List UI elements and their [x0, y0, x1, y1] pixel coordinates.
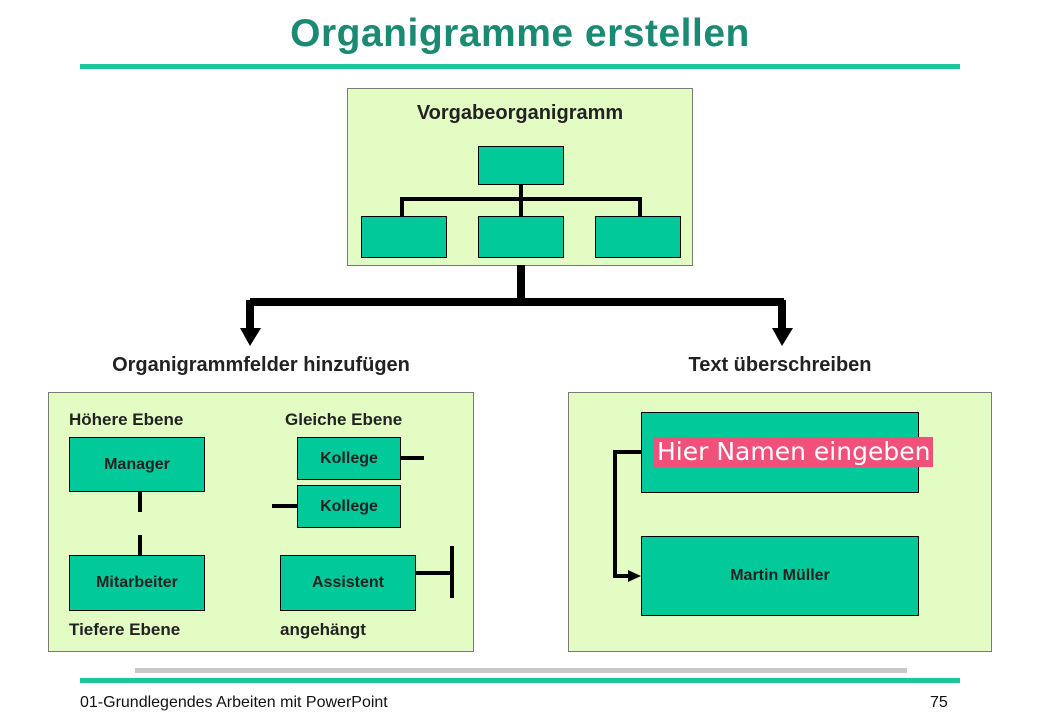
arrow-left-icon [240, 328, 261, 346]
attached-label: angehängt [280, 620, 366, 639]
higher-level-label: Höhere Ebene [69, 410, 184, 429]
title-rule [80, 64, 960, 69]
assistant-box: Assistent [280, 555, 416, 611]
template-top-box [478, 146, 564, 185]
template-bottom-box-3 [595, 216, 681, 258]
name-box[interactable]: Martin Müller [641, 536, 919, 616]
connector-arrow-icon [628, 570, 641, 582]
manager-box: Manager [69, 437, 205, 492]
manager-label: Manager [104, 455, 170, 473]
template-bottom-box-2 [478, 216, 564, 258]
template-panel-title: Vorgabeorganigramm [416, 102, 624, 124]
colleague-label-2: Kollege [320, 497, 378, 515]
employee-label: Mitarbeiter [96, 574, 178, 591]
left-section-heading: Organigrammfelder hinzufügen [112, 354, 410, 376]
page-number: 75 [930, 694, 948, 711]
page-title: Organigramme erstellen [290, 12, 750, 55]
footer-course: 01-Grundlegendes Arbeiten mit PowerPoint [80, 694, 388, 711]
name-label: Martin Müller [730, 567, 830, 584]
same-level-label: Gleiche Ebene [285, 410, 403, 429]
colleague-box-1: Kollege [297, 437, 401, 480]
footer-rule [80, 678, 960, 683]
placeholder-text-selection[interactable]: Hier Namen eingeben [654, 437, 934, 467]
colleague-box-2: Kollege [297, 485, 401, 528]
footer-shadow [135, 668, 907, 673]
template-bottom-box-1 [361, 216, 447, 258]
right-section-heading: Text überschreiben [688, 354, 872, 376]
employee-box: Mitarbeiter [69, 555, 205, 611]
arrow-right-icon [772, 328, 793, 346]
assistant-label: Assistent [311, 574, 385, 591]
lower-level-label: Tiefere Ebene [69, 620, 181, 639]
colleague-label-1: Kollege [320, 449, 378, 467]
